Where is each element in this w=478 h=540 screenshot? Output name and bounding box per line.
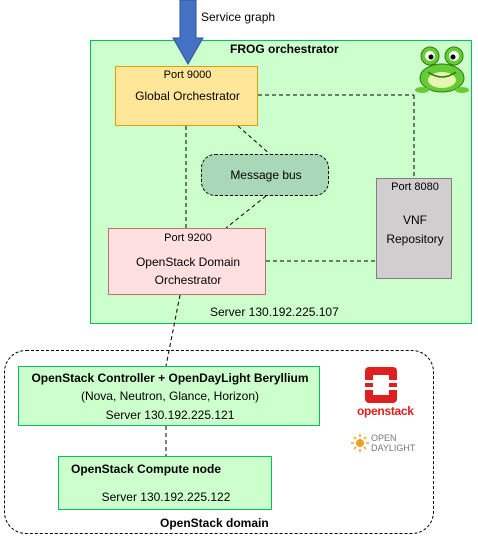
opendaylight-logo-text-line2: DAYLIGHT	[371, 443, 416, 453]
openstack-logo-icon	[365, 367, 397, 403]
openstack-domain-orchestrator-name-line2: Orchestrator	[154, 273, 222, 287]
service-graph-arrow-icon	[172, 0, 204, 66]
frog-orchestrator-title: FROG orchestrator	[230, 42, 339, 56]
openstack-domain-orchestrator-port: Port 9200	[164, 232, 212, 244]
vnf-repository-name-line1: VNF	[403, 213, 427, 227]
openstack-logo-text: openstack	[357, 404, 414, 418]
service-graph-label: Service graph	[201, 10, 276, 24]
global-orchestrator-name: Global Orchestrator	[135, 89, 240, 103]
connector-global-bus	[237, 125, 273, 157]
frog-server-label: Server 130.192.225.107	[210, 305, 339, 319]
openstack-compute-box: OpenStack Compute node Server 130.192.22…	[58, 456, 272, 510]
openstack-domain-orchestrator-box: Port 9200 OpenStack Domain Orchestrator	[108, 228, 266, 295]
openstack-controller-box: OpenStack Controller + OpenDayLight Bery…	[18, 366, 320, 426]
openstack-controller-server: Server 130.192.225.121	[105, 408, 235, 422]
vnf-repository-box: Port 8080 VNF Repository	[376, 178, 452, 279]
vnf-repository-name-line2: Repository	[386, 232, 444, 246]
frog-icon	[415, 46, 469, 93]
message-bus-label: Message bus	[230, 168, 302, 182]
openstack-compute-name: OpenStack Compute node	[71, 462, 222, 476]
openstack-domain-title: OpenStack domain	[160, 516, 269, 530]
openstack-domain-orchestrator-name-line1: OpenStack Domain	[135, 255, 241, 269]
vnf-repository-port: Port 8080	[391, 181, 439, 193]
openstack-compute-server: Server 130.192.225.122	[101, 490, 231, 504]
opendaylight-logo-text-line1: OPEN	[371, 433, 397, 443]
openstack-domain-container	[4, 350, 434, 534]
global-orchestrator-port: Port 9000	[163, 69, 212, 81]
connector-osdo-controller	[165, 294, 181, 367]
connector-bus-osdo	[225, 195, 267, 229]
message-bus-box: Message bus	[201, 154, 329, 196]
opendaylight-logo-icon	[351, 434, 369, 452]
openstack-controller-name: OpenStack Controller + OpenDayLight Bery…	[31, 371, 309, 385]
openstack-controller-services: (Nova, Neutron, Glance, Horizon)	[80, 389, 260, 403]
global-orchestrator-box: Port 9000 Global Orchestrator	[115, 66, 258, 126]
